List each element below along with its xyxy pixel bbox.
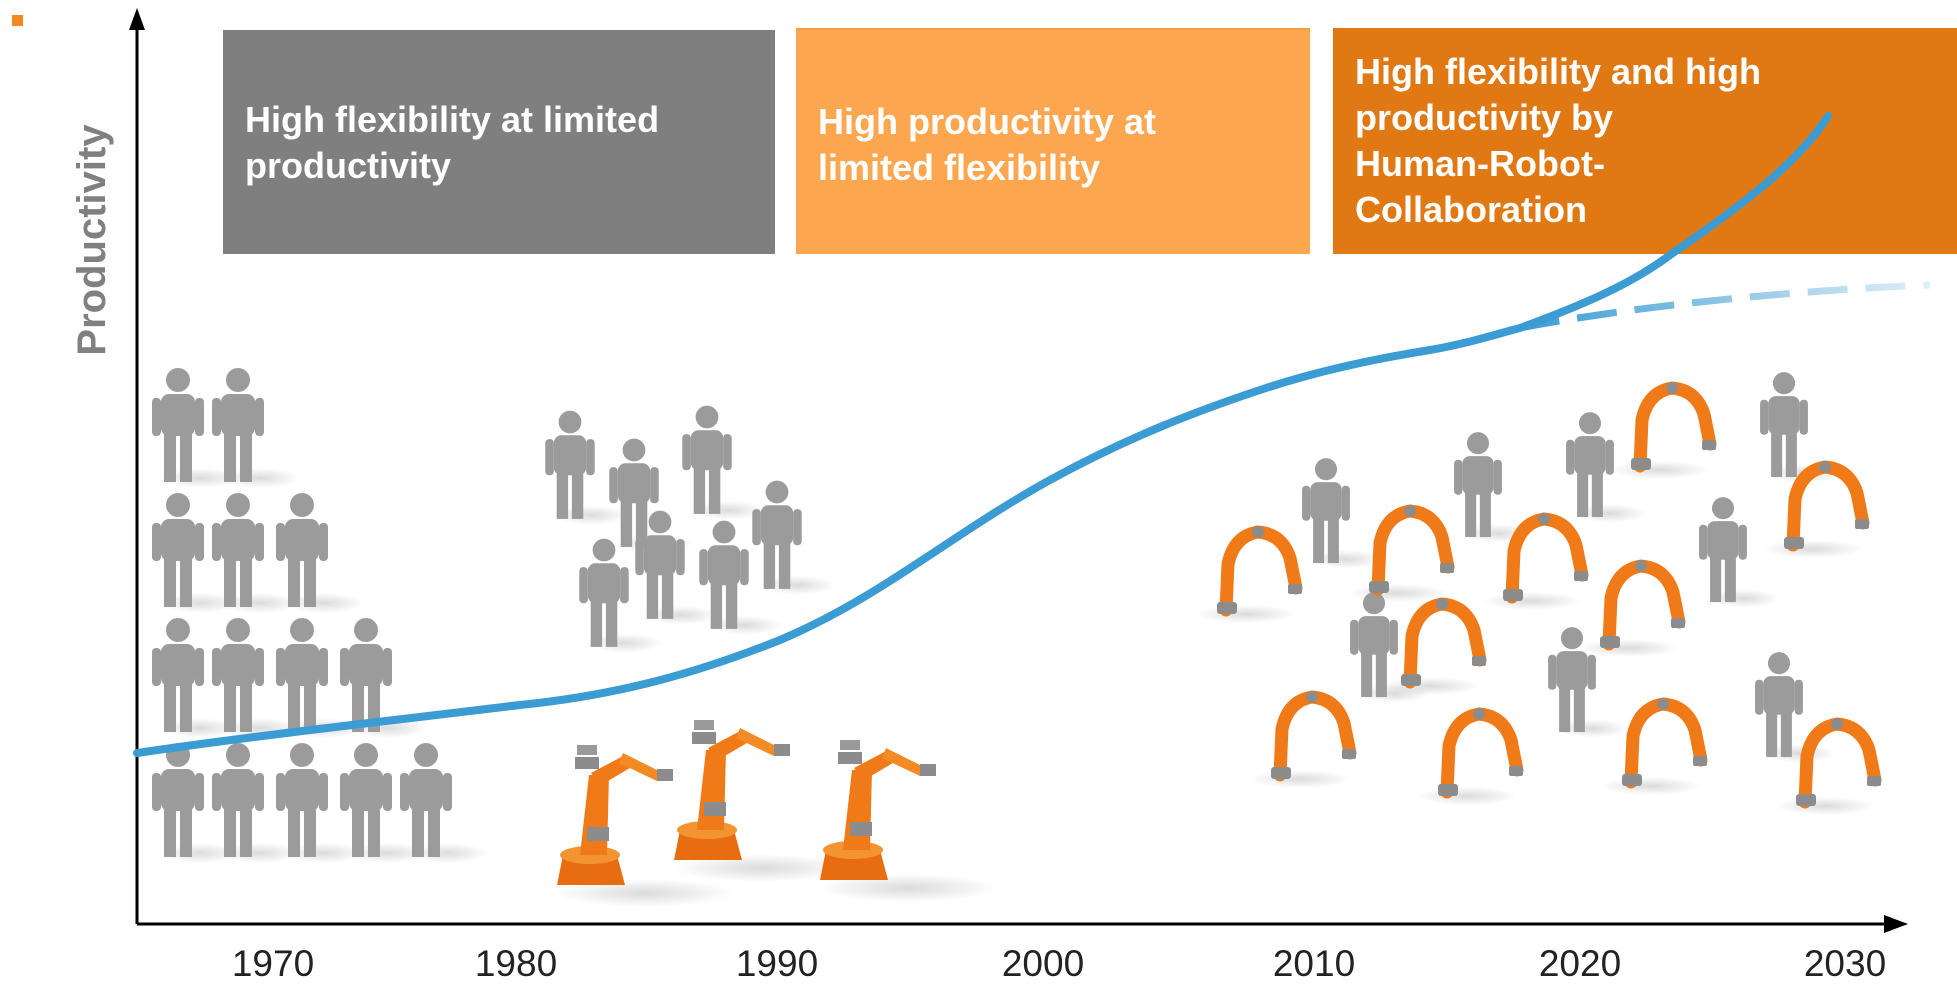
figure-shadow [1417, 787, 1517, 805]
person-icon [609, 438, 659, 547]
x-axis-arrow-icon [1884, 915, 1908, 933]
figure-shadow [1762, 744, 1837, 763]
person-icon [152, 743, 204, 857]
human-workers-group [152, 368, 1808, 857]
person-icon [152, 618, 204, 732]
era-box-text-line: High flexibility and high [1355, 51, 1762, 92]
era-box-text-line: productivity [245, 145, 452, 186]
era-box-text-line: limited flexibility [818, 147, 1101, 188]
person-icon [212, 368, 264, 482]
figure-shadow [1601, 777, 1701, 795]
person-icon [635, 510, 685, 619]
person-icon [1699, 497, 1747, 603]
cobot-arm-icon [1217, 525, 1303, 617]
cobot-arm-icon [1438, 707, 1524, 799]
figure-shadow [1380, 677, 1480, 695]
person-icon [212, 618, 264, 732]
figure-shadow [1573, 504, 1648, 523]
figure-shadow [1196, 605, 1296, 623]
figure-shadow [818, 874, 998, 902]
person-icon [1755, 652, 1803, 758]
person-icon [1454, 432, 1502, 538]
figure-shadow [1250, 770, 1350, 788]
figure-shadow [1309, 550, 1384, 569]
collaborative-robots-group [1217, 381, 1882, 809]
x-tick-label: 1970 [231, 943, 315, 984]
slide-bullet [12, 15, 23, 26]
era-box-automation: High productivity at limited flexibility [796, 28, 1310, 254]
figure-shadow [1610, 461, 1710, 479]
x-tick-label: 1980 [474, 943, 558, 984]
person-icon [212, 493, 264, 607]
cobot-arm-icon [1631, 381, 1717, 473]
era-box-text-line: Collaboration [1355, 189, 1587, 230]
person-icon [340, 743, 392, 857]
figure-shadow [555, 879, 735, 907]
person-icon [1760, 372, 1808, 478]
person-icon [152, 368, 204, 482]
era-box-manual: High flexibility at limited productivity [223, 30, 775, 254]
industrial-robot-icon [557, 745, 673, 885]
x-tick-label: 2000 [1001, 943, 1085, 984]
figure-shadow [1706, 589, 1781, 608]
y-axis-arrow-icon [129, 8, 145, 30]
cobot-arm-icon [1622, 697, 1708, 789]
productivity-curve [133, 112, 1832, 757]
figure-shadow [1555, 719, 1630, 738]
figure-shadow [1348, 584, 1448, 602]
person-icon [1302, 458, 1350, 564]
figure-shadow [1482, 592, 1582, 610]
cobot-arm-icon [1271, 690, 1357, 782]
x-tick-label: 1990 [735, 943, 819, 984]
era-box-hrc: High flexibility and high productivity b… [1333, 28, 1957, 254]
axes [129, 8, 1908, 933]
cobot-arm-icon [1369, 504, 1455, 596]
figure-shadow [1763, 540, 1863, 558]
person-icon [752, 480, 802, 589]
person-icon [276, 743, 328, 857]
figure-shadow [1579, 639, 1679, 657]
person-icon [276, 618, 328, 732]
era-box-text-line: productivity by [1355, 97, 1614, 138]
person-icon [545, 410, 595, 519]
person-icon [276, 493, 328, 607]
cobot-arm-icon [1401, 597, 1487, 689]
cobot-arm-icon [1784, 460, 1870, 552]
person-icon [340, 618, 392, 732]
person-icon [1566, 412, 1614, 518]
person-icon [152, 493, 204, 607]
cobot-arm-icon [1796, 717, 1882, 809]
person-icon [579, 538, 629, 647]
cobot-arm-icon [1600, 559, 1686, 651]
era-box-text-line: High flexibility at limited [245, 99, 660, 140]
industrial-robot-icon [820, 740, 936, 880]
figure-shadow [672, 854, 852, 882]
person-icon [1548, 627, 1596, 733]
industrial-robots-group [557, 720, 936, 885]
person-icon [699, 520, 749, 629]
person-icon [400, 743, 452, 857]
person-icon [682, 405, 732, 514]
x-tick-label: 2010 [1272, 943, 1356, 984]
x-tick-label: 2030 [1803, 943, 1887, 984]
era-box-text-line: High productivity at [818, 101, 1157, 142]
era-box-text-line: Human-Robot- [1355, 143, 1605, 184]
figure-shadow [1775, 797, 1875, 815]
person-icon [1350, 592, 1398, 698]
productivity-trend-dashed [1519, 281, 1931, 332]
x-tick-label: 2020 [1538, 943, 1622, 984]
cobot-arm-icon [1503, 512, 1589, 604]
industrial-robot-icon [674, 720, 790, 860]
person-icon [212, 743, 264, 857]
